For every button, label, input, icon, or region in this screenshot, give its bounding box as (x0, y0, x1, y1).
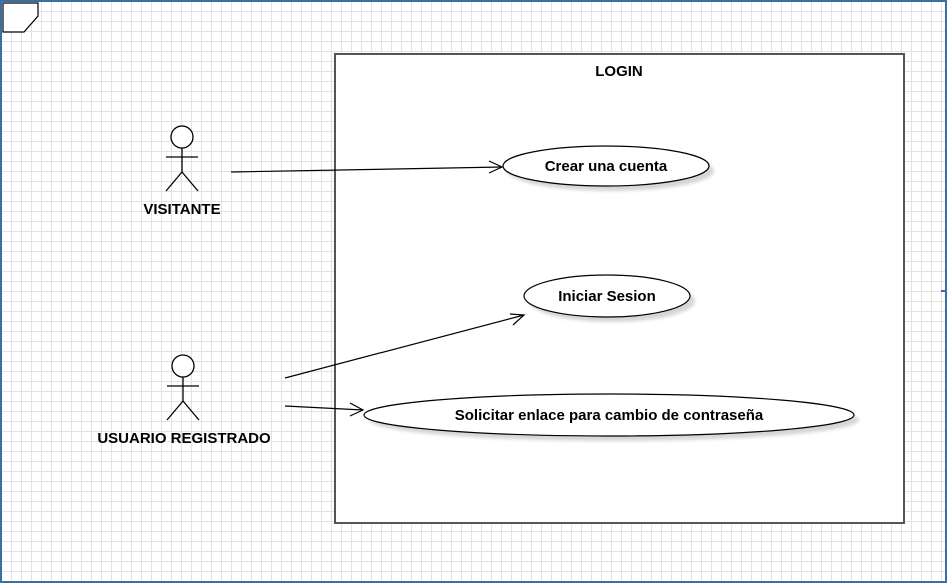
usecase-ellipse[interactable] (502, 145, 710, 187)
frame-corner-marker (2, 2, 39, 33)
arrowhead-icon (349, 402, 365, 417)
association-line[interactable] (230, 166, 503, 173)
edge-marker (941, 290, 947, 292)
actor-usuario-registrado[interactable]: USUARIO REGISTRADO (97, 354, 271, 447)
actor-figure-icon (165, 125, 199, 192)
association-usuario-iniciar[interactable] (284, 313, 526, 379)
association-line[interactable] (284, 405, 364, 411)
usecase-crear-una-cuenta[interactable]: Crear una cuenta (502, 145, 714, 191)
usecase-ellipse[interactable] (523, 274, 691, 318)
usecase-label: Solicitar enlace para cambio de contrase… (455, 407, 764, 424)
arrowhead-icon (488, 160, 504, 174)
actor-figure-icon (166, 354, 200, 421)
system-title: LOGIN (595, 63, 643, 80)
usecase-label: Crear una cuenta (545, 158, 668, 175)
association-line[interactable] (284, 314, 525, 379)
association-usuario-solicitar[interactable] (284, 402, 365, 417)
usecase-label: Iniciar Sesion (558, 288, 656, 305)
usecase-ellipse[interactable] (363, 393, 855, 437)
actor-visitante[interactable]: VISITANTE (143, 125, 221, 218)
usecase-iniciar-sesion[interactable]: Iniciar Sesion (523, 274, 695, 322)
usecase-solicitar-enlace[interactable]: Solicitar enlace para cambio de contrase… (363, 393, 859, 441)
actor-label: VISITANTE (143, 201, 220, 218)
arrowhead-icon (509, 313, 526, 326)
association-visitante-crear[interactable] (230, 160, 504, 174)
actor-label: USUARIO REGISTRADO (97, 430, 271, 447)
